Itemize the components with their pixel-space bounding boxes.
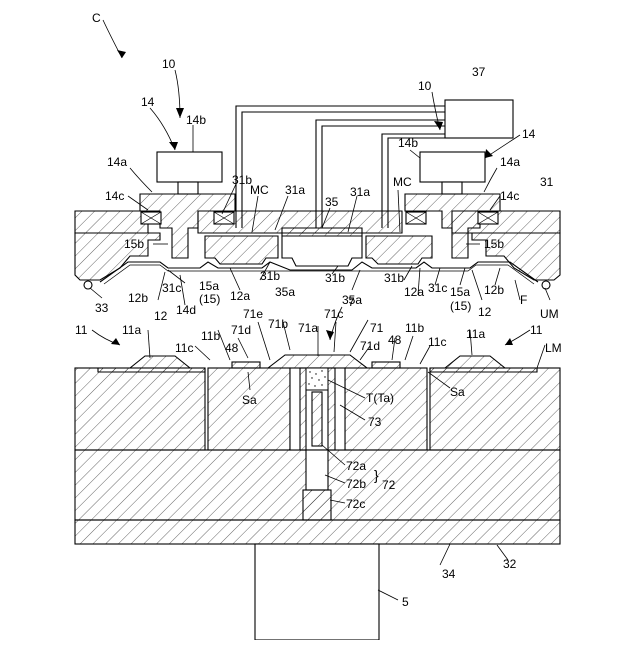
substrate-11a-left <box>98 356 205 372</box>
label-11-left: 11 <box>75 323 88 337</box>
label-11-right: 11 <box>530 323 543 337</box>
label-48-right: 48 <box>388 333 402 347</box>
label-35a-left: 35a <box>275 285 295 299</box>
label-14d: 14d <box>176 303 196 317</box>
label-11c-left: 11c <box>175 341 193 355</box>
label-11a-right: 11a <box>466 327 485 341</box>
label-Sa-left: Sa <box>242 393 257 407</box>
label-71b: 71b <box>268 317 288 331</box>
label-31c-right: 31c <box>428 281 447 295</box>
label-15p-right: (15) <box>450 299 471 313</box>
label-12a-right: 12a <box>404 285 424 299</box>
lower-side-block-left <box>75 368 205 450</box>
label-UM: UM <box>540 307 559 321</box>
label-15a-left: 15a <box>199 279 219 293</box>
label-Sa-right: Sa <box>450 385 465 399</box>
label-14b-left: 14b <box>186 113 206 127</box>
label-T-Ta: T(Ta) <box>366 391 394 405</box>
seal-33-left <box>84 281 92 289</box>
lower-side-block-right <box>430 368 560 450</box>
tablet-T <box>306 368 328 390</box>
clamp-actuator-14b-right <box>420 152 485 182</box>
label-12b-right: 12b <box>484 283 504 297</box>
label-MC-left: MC <box>250 183 269 197</box>
label-C: C <box>92 11 101 25</box>
lower-inner-block-right <box>345 368 427 450</box>
substrate-11a-right <box>430 356 537 372</box>
label-15b-left: 15b <box>124 237 144 251</box>
label-11b-right: 11b <box>405 321 424 335</box>
plate-34 <box>75 520 560 544</box>
label-71c: 71c <box>324 307 343 321</box>
label-72c: 72c <box>346 497 365 511</box>
label-32: 32 <box>503 557 517 571</box>
label-7: 7 <box>348 295 355 309</box>
label-48-left: 48 <box>225 341 239 355</box>
cavity-block-31a-right <box>366 236 432 264</box>
label-14-right: 14 <box>522 127 536 141</box>
label-12a-left: 12a <box>230 289 250 303</box>
label-15a-right: 15a <box>450 285 470 299</box>
label-14c-right: 14c <box>500 189 519 203</box>
seal-33-right <box>542 281 550 289</box>
lower-mold <box>75 355 560 640</box>
label-71e: 71e <box>243 307 263 321</box>
label-5: 5 <box>402 595 409 609</box>
label-11a-left: 11a <box>122 323 141 337</box>
label-31c-left: 31c <box>162 281 181 295</box>
label-11c-right: 11c <box>428 335 446 349</box>
plunger-base-72c <box>303 490 331 520</box>
label-12b-left: 12b <box>128 291 148 305</box>
label-31: 31 <box>540 175 554 189</box>
label-14c-left: 14c <box>105 189 124 203</box>
label-31a-left: 31a <box>285 183 305 197</box>
cavity-block-31a-left <box>205 236 278 264</box>
label-71: 71 <box>370 321 384 335</box>
label-14-left: 14 <box>141 95 155 109</box>
clamp-actuator-14b-left <box>157 152 222 182</box>
shaft-5 <box>255 544 379 640</box>
label-71a: 71a <box>298 321 318 335</box>
label-MC-right: MC <box>393 175 412 189</box>
label-35: 35 <box>325 195 339 209</box>
label-71d-left: 71d <box>231 323 251 337</box>
label-72a: 72a <box>346 459 366 473</box>
label-10-left: 10 <box>162 57 176 71</box>
label-15b-right: 15b <box>484 237 504 251</box>
label-10-right: 10 <box>418 79 432 93</box>
label-37: 37 <box>472 65 486 79</box>
label-12-left: 12 <box>154 309 168 323</box>
substrate-48-left <box>232 362 260 368</box>
plunger-rod-72b <box>306 450 328 490</box>
cull-71 <box>268 355 367 368</box>
label-12-right: 12 <box>478 305 492 319</box>
label-31b-mid-right: 31b <box>384 271 404 285</box>
center-element-35 <box>282 236 362 266</box>
label-72: 72 <box>382 478 396 492</box>
label-11b-left: 11b <box>201 329 220 343</box>
cavity-piece-35 <box>282 228 362 236</box>
label-71d-right: 71d <box>360 339 380 353</box>
label-72-brace: } <box>374 467 379 483</box>
upper-mold-block-left <box>75 233 160 280</box>
label-72b: 72b <box>346 477 366 491</box>
label-14b-right: 14b <box>398 136 418 150</box>
label-31b-mid-center: 31b <box>325 271 345 285</box>
label-F: F <box>520 293 527 307</box>
label-14a-left: 14a <box>107 155 127 169</box>
label-33: 33 <box>95 301 109 315</box>
controller-37 <box>445 100 513 138</box>
label-15p-left: (15) <box>199 292 220 306</box>
label-14a-right: 14a <box>500 155 520 169</box>
substrate-48-right <box>372 362 400 368</box>
label-34: 34 <box>442 567 456 581</box>
label-73: 73 <box>368 415 382 429</box>
label-LM: LM <box>545 341 562 355</box>
label-31b-mid-left: 31b <box>260 269 280 283</box>
label-31a-right: 31a <box>350 185 370 199</box>
